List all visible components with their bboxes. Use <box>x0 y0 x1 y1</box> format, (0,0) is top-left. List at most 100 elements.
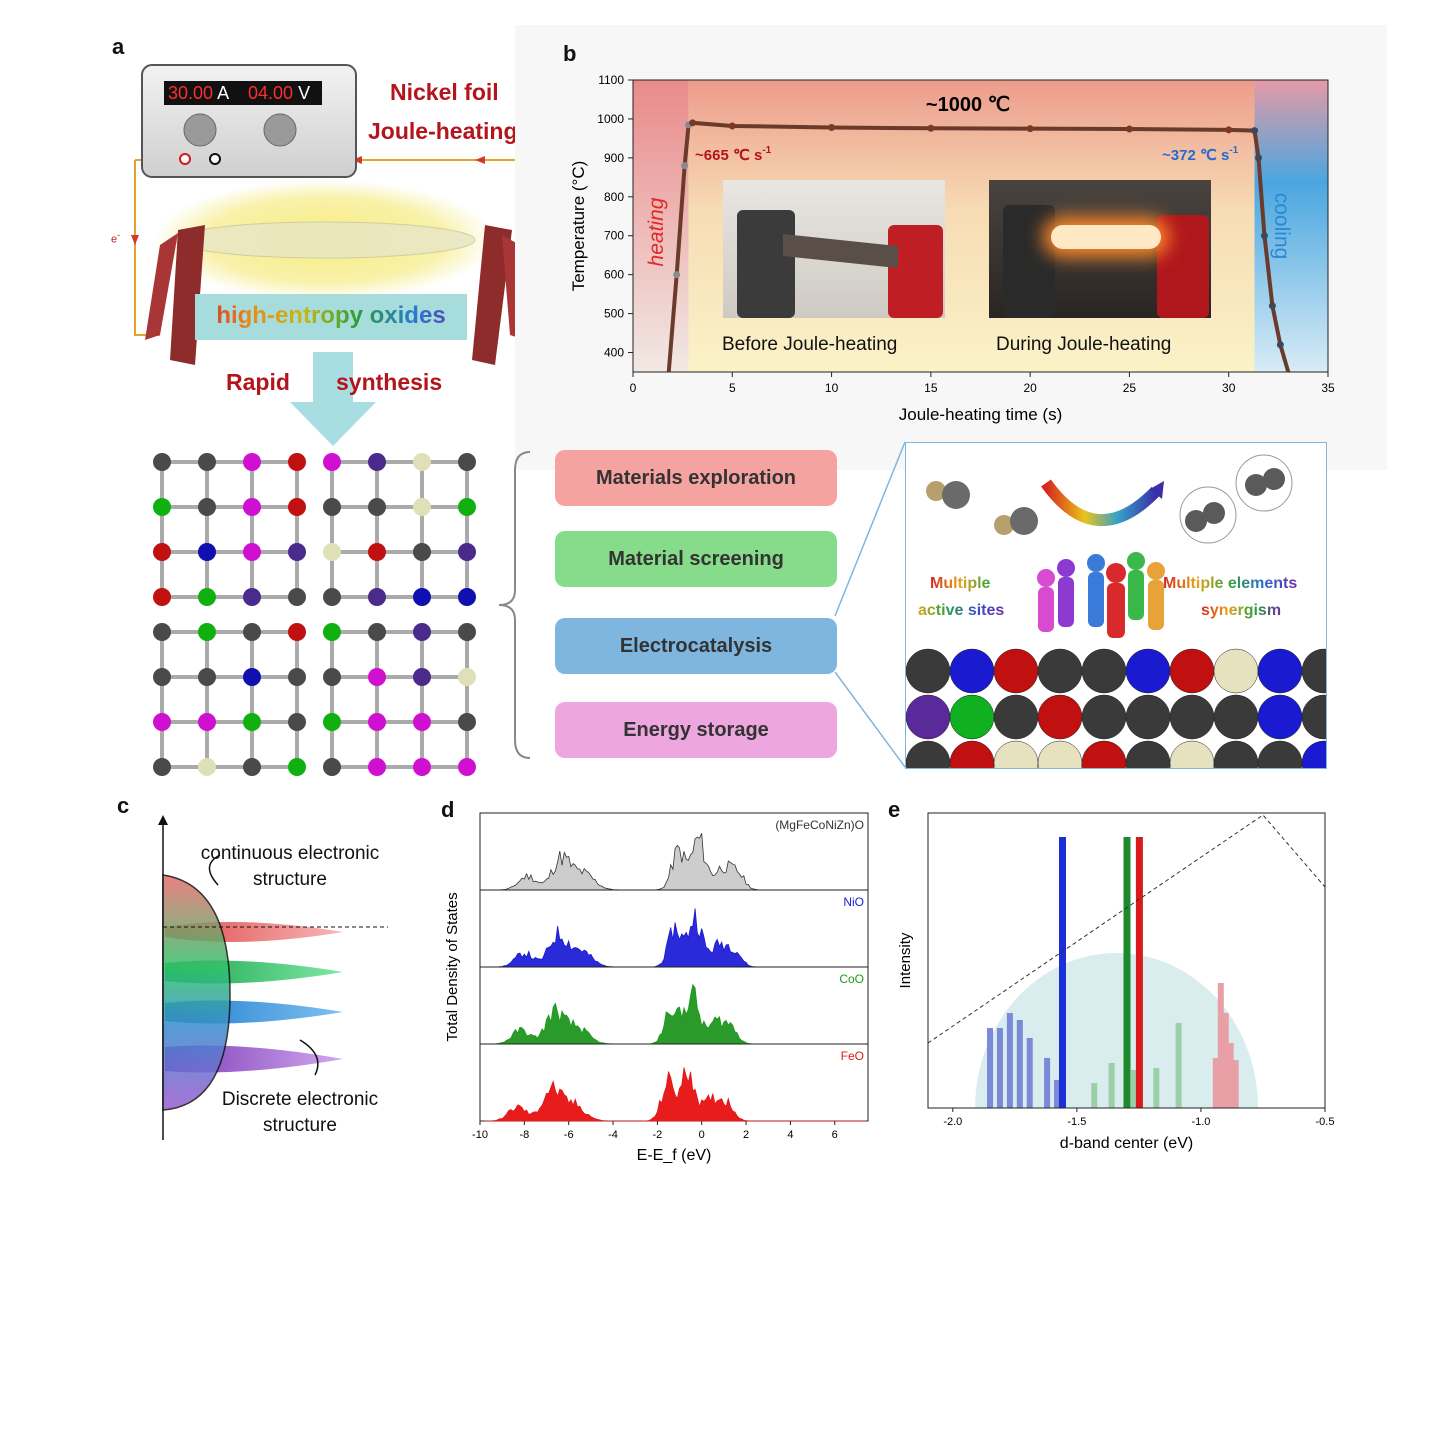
clamp-left <box>737 210 795 318</box>
atom <box>1257 740 1303 768</box>
data-point <box>828 123 836 131</box>
cooling-region <box>1254 80 1328 372</box>
x-tick-label: 30 <box>1222 381 1236 395</box>
atom <box>288 668 306 686</box>
x-tick-label: 2 <box>743 1129 749 1141</box>
y-tick-label: 600 <box>604 268 624 282</box>
atom <box>323 668 341 686</box>
panel-label-b: b <box>563 41 577 66</box>
x-tick-label: 15 <box>924 381 938 395</box>
atom <box>458 453 476 471</box>
small-bar <box>1227 1043 1234 1108</box>
crystal-cell <box>323 453 476 606</box>
multiple-elements-line1: Multiple elements <box>1163 575 1298 592</box>
x-tick-label: -6 <box>564 1129 574 1141</box>
electron-label-left: e- <box>111 230 121 246</box>
atom-slab <box>906 648 1326 768</box>
atom <box>949 648 995 694</box>
data-point <box>1255 154 1262 162</box>
small-bar <box>1054 1080 1061 1108</box>
atom <box>288 498 306 516</box>
current-value: 30.00 <box>168 83 214 103</box>
current-unit: A <box>217 83 230 103</box>
glowing-foil <box>1051 225 1161 249</box>
electronic-structure-diagram <box>158 815 388 1140</box>
atom <box>243 543 261 561</box>
atom <box>1125 648 1171 694</box>
d-band-bar <box>1123 837 1131 1108</box>
x-tick-label: 5 <box>729 381 736 395</box>
during-label: During Joule-heating <box>996 334 1172 355</box>
small-bar <box>1044 1058 1051 1108</box>
atom <box>198 588 216 606</box>
atom <box>368 713 386 731</box>
clamp-left <box>1003 205 1055 318</box>
atom <box>1213 694 1259 740</box>
x-axis-label: E-E_f (eV) <box>637 1147 712 1164</box>
crystal-cell <box>153 453 306 606</box>
atom <box>368 498 386 516</box>
atom <box>1037 648 1083 694</box>
atom <box>198 758 216 776</box>
atom <box>1169 694 1215 740</box>
x-axis-label: d-band center (eV) <box>1060 1135 1193 1152</box>
y-tick-label: 400 <box>604 346 624 360</box>
x-tick-label: 0 <box>699 1129 705 1141</box>
y-axis-label: Total Density of States <box>444 892 461 1041</box>
atom <box>323 758 341 776</box>
crystal-cell <box>153 623 306 776</box>
atom <box>413 713 431 731</box>
rapid-label: Rapid <box>226 369 290 395</box>
atom <box>993 694 1039 740</box>
down-arrow <box>290 352 376 446</box>
atom <box>243 623 261 641</box>
y-tick-label: 1100 <box>598 73 624 87</box>
atom <box>368 453 386 471</box>
atom <box>288 713 306 731</box>
atom <box>243 453 261 471</box>
small-bar <box>1016 1020 1023 1108</box>
small-bar <box>987 1028 994 1108</box>
atom <box>198 453 216 471</box>
atom <box>413 453 431 471</box>
atom <box>1301 648 1326 694</box>
atom <box>243 668 261 686</box>
x-tick-label: -4 <box>608 1129 618 1141</box>
dos-series-label: NiO <box>843 895 864 909</box>
hea-banner <box>195 294 467 340</box>
heating-rate-exponent: -1 <box>762 145 771 156</box>
atom <box>153 588 171 606</box>
atom <box>323 588 341 606</box>
atom <box>906 694 951 740</box>
small-bar <box>1222 1013 1229 1108</box>
x-tick-label: 35 <box>1321 381 1335 395</box>
atom <box>906 740 951 768</box>
atom <box>243 758 261 776</box>
x-tick-label: 10 <box>825 381 839 395</box>
small-bar <box>996 1028 1003 1108</box>
small-bar <box>1153 1068 1160 1108</box>
atom <box>368 543 386 561</box>
y-tick-label: 800 <box>604 190 624 204</box>
atom <box>413 588 431 606</box>
y-tick-label: 500 <box>604 307 624 321</box>
y-tick-label: 1000 <box>597 112 624 126</box>
atom <box>368 758 386 776</box>
data-point <box>1276 341 1284 349</box>
x-tick-label: -1.5 <box>1067 1116 1086 1128</box>
crystal-cell <box>323 623 476 776</box>
cooling-rate-exponent: -1 <box>1229 145 1238 156</box>
plateau-label: ~1000 ℃ <box>926 94 1010 116</box>
atom <box>1037 740 1083 768</box>
heating-label: heating <box>645 197 668 266</box>
atom <box>1081 694 1127 740</box>
dos-curve <box>484 908 866 968</box>
atom <box>458 668 476 686</box>
x-tick-label: -0.5 <box>1316 1116 1335 1128</box>
multiple-sites-line1: Multiple <box>930 575 991 592</box>
hea-label: high-entropy oxides <box>195 302 467 330</box>
joule-heating-apparatus <box>131 64 539 365</box>
atom <box>323 498 341 516</box>
atom <box>458 543 476 561</box>
